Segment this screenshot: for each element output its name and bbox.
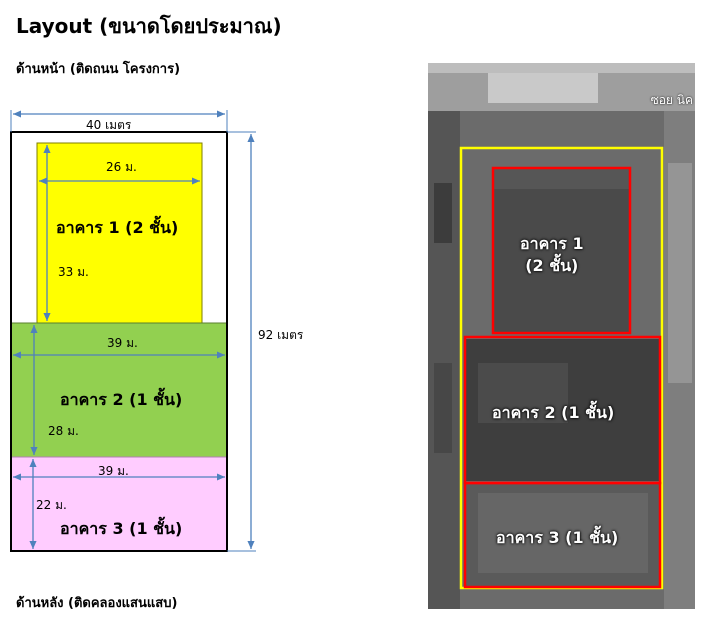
b3-depth-label: 22 ม.: [36, 498, 67, 512]
back-side-label: ด้านหลัง (ติดคลองแสนแสบ): [16, 596, 178, 611]
b2-width-label: 39 ม.: [107, 336, 138, 350]
b1-width-label: 26 ม.: [106, 160, 137, 174]
site-width-label: 40 เมตร: [86, 118, 132, 132]
photo-building-3-outline: [463, 481, 662, 589]
site-depth-label: 92 เมตร: [258, 328, 304, 342]
b2-name-label: อาคาร 2 (1 ชั้น): [60, 390, 183, 409]
photo-building-1-line2: (2 ชั้น): [525, 256, 579, 275]
photo-building-2-label: อาคาร 2 (1 ชั้น): [492, 403, 615, 422]
photo-building-3-label: อาคาร 3 (1 ชั้น): [496, 528, 619, 547]
front-side-label: ด้านหน้า (ติดถนน โครงการ): [16, 62, 181, 77]
b2-depth-label: 28 ม.: [48, 424, 79, 438]
b3-name-label: อาคาร 3 (1 ชั้น): [60, 519, 183, 538]
photo-building-1-label: อาคาร 1 (2 ชั้น): [520, 233, 584, 277]
aerial-photo-art: [428, 63, 695, 609]
photo-street-label: ซอย นิค: [650, 93, 693, 107]
photo-building-1-line1: อาคาร 1: [520, 234, 584, 253]
building-1-block: [36, 142, 203, 324]
page-title: Layout (ขนาดโดยประมาณ): [16, 14, 282, 38]
b1-depth-label: 33 ม.: [58, 265, 89, 279]
aerial-photo: ซอย นิค อาคาร 1 (2 ชั้น) อาคาร 2 (1 ชั้น…: [428, 63, 695, 609]
b1-name-label: อาคาร 1 (2 ชั้น): [56, 218, 179, 237]
photo-building-1-outline: [491, 166, 632, 335]
site-plan-diagram: [10, 110, 256, 552]
b3-width-label: 39 ม.: [98, 464, 129, 478]
